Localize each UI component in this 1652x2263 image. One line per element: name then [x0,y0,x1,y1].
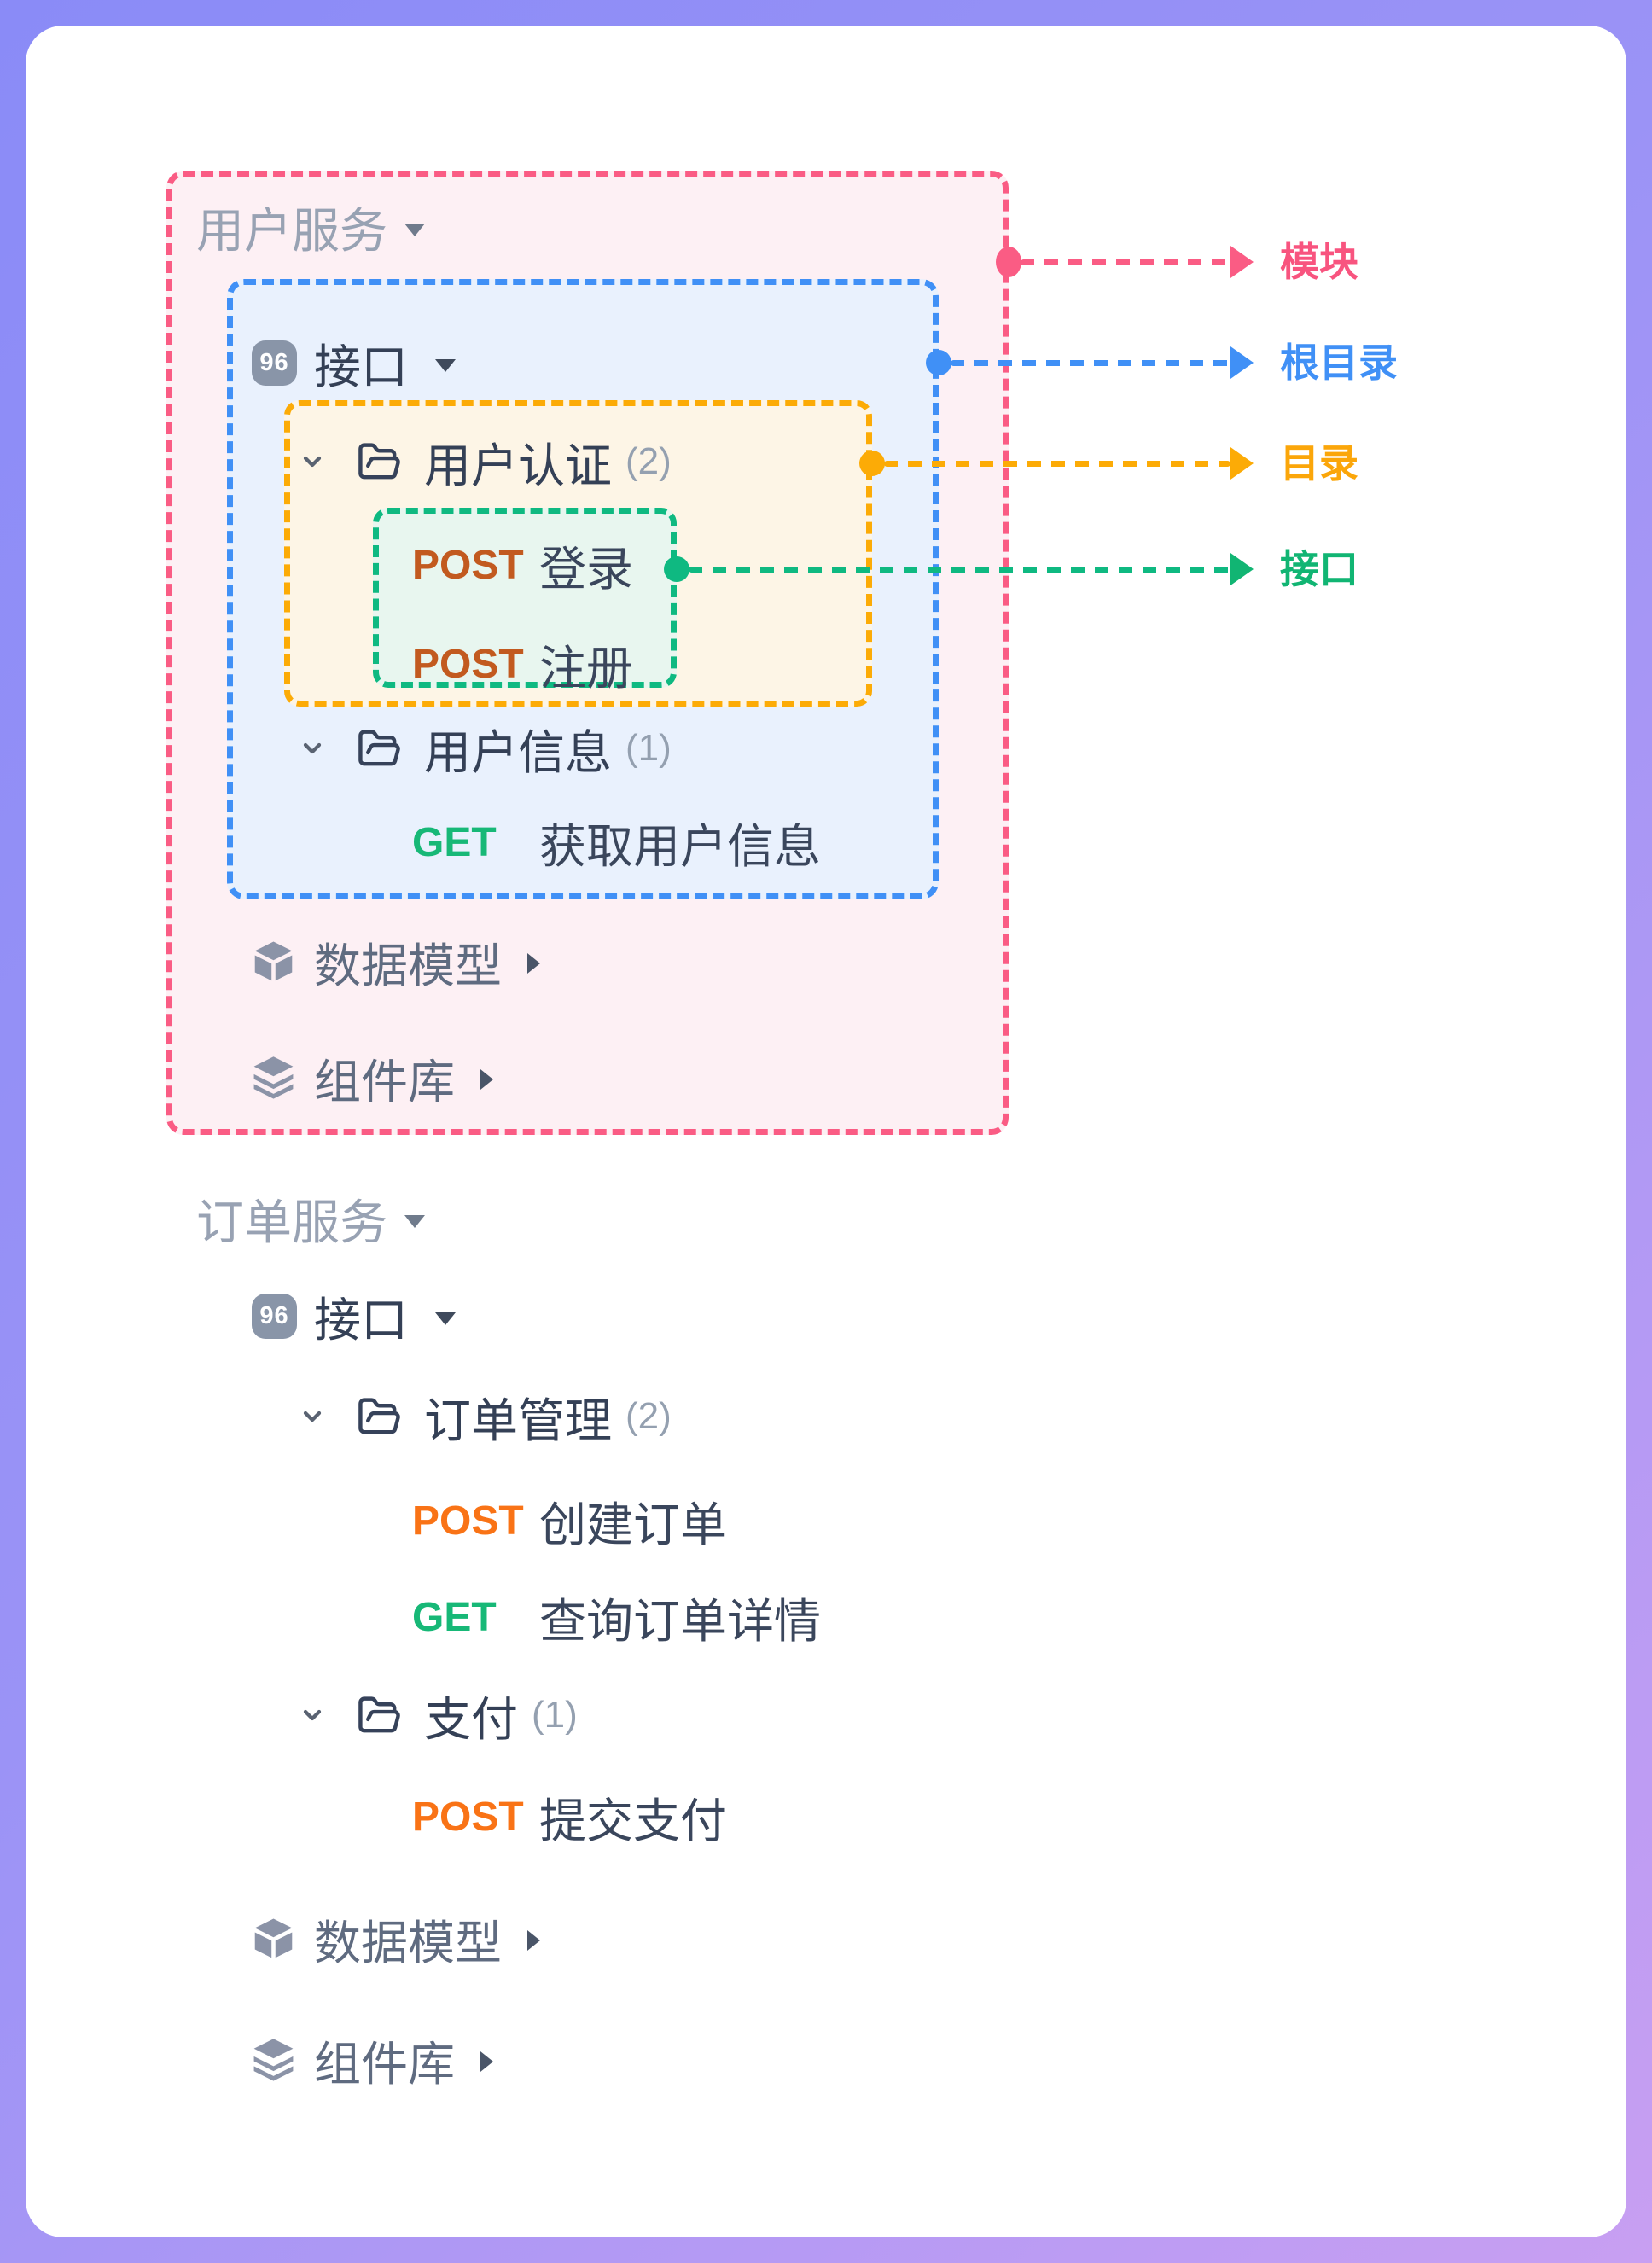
endpoint-name: 查询订单详情 [539,1595,822,1648]
api-group-label: 接口 [314,340,409,393]
interface-annotation-line [689,567,1230,573]
tree-node-user-api-group[interactable]: 96 接口 [252,335,457,393]
chevron-down-icon[interactable] [299,1702,326,1729]
http-method-badge: GET [412,1594,497,1640]
folder-name: 用户认证 [424,439,613,492]
folder-open-icon [358,1397,400,1434]
folder-name: 订单管理 [424,1394,613,1447]
folder-count: (1) [532,1694,578,1736]
layers-icon [253,2038,294,2081]
directory-anchor-dot [859,451,885,476]
tree-node-pay-folder[interactable]: 支付 (1) [299,1688,578,1746]
folder-open-icon [358,729,400,765]
tree-node-auth-folder[interactable]: 用户认证 (2) [299,434,672,492]
caret-down-icon[interactable] [435,358,457,372]
api-group-icon: 96 [252,1293,297,1339]
data-models-label: 数据模型 [314,1917,503,1969]
folder-name: 支付 [424,1693,519,1746]
root-directory-annotation-line [951,360,1230,366]
api-group-label: 接口 [314,1294,409,1347]
interface-box-auth-endpoints [373,508,677,688]
chevron-down-icon[interactable] [299,735,326,762]
folder-count: (2) [625,1395,672,1437]
data-models-label: 数据模型 [314,940,503,992]
endpoint-name: 创建订单 [539,1498,728,1551]
endpoint-name: 登录 [539,543,634,596]
caret-right-icon[interactable] [480,2051,494,2072]
http-method-badge: POST [412,1794,524,1840]
tree-node-orders-folder[interactable]: 订单管理 (2) [299,1389,672,1447]
http-method-badge: POST [412,542,524,588]
caret-down-icon[interactable] [404,223,425,236]
endpoint-name: 提交支付 [539,1795,728,1847]
folder-open-icon [358,1696,400,1732]
caret-right-icon[interactable] [480,1069,494,1090]
chevron-down-icon[interactable] [299,1403,326,1430]
endpoint-name: 获取用户信息 [539,820,822,873]
tree-node-user-data-models[interactable]: 数据模型 [250,934,541,992]
caret-down-icon[interactable] [435,1312,457,1325]
endpoint-name: 注册 [539,642,634,695]
tree-node-order-data-models[interactable]: 数据模型 [250,1911,541,1969]
tree-node-endpoint-create-order[interactable]: POST 创建订单 [412,1493,727,1552]
http-method-badge: GET [412,819,497,865]
tree-node-endpoint-login[interactable]: POST 登录 [412,538,633,596]
directory-annotation-line [884,461,1230,467]
module-annotation-line [1021,259,1230,265]
module-anchor-dot [996,247,1021,277]
arrow-right-icon [1230,246,1254,278]
http-method-badge: POST [412,641,524,687]
api-group-icon: 96 [252,340,297,386]
arrow-right-icon [1230,346,1254,379]
folder-open-icon [358,442,400,479]
caret-down-icon[interactable] [404,1214,425,1228]
cube-icon [254,940,293,980]
legend-label-interface: 接口 [1280,547,1358,591]
cube-icon [254,1917,293,1958]
arrow-right-icon [1230,447,1254,480]
legend-label-module: 模块 [1280,240,1358,284]
interface-anchor-dot [664,556,689,582]
root-directory-anchor-dot [926,350,951,375]
components-label: 组件库 [314,2038,456,2091]
folder-count: (1) [625,727,672,769]
tree-node-order-service[interactable]: 订单服务 [196,1191,425,1249]
tree-node-user-service[interactable]: 用户服务 [196,200,425,258]
legend-label-directory: 目录 [1280,441,1358,486]
layers-icon [253,1056,294,1099]
tree-node-user-components[interactable]: 组件库 [250,1050,494,1108]
legend-label-root-directory: 根目录 [1280,340,1398,385]
tree-node-endpoint-get-info[interactable]: GET 获取用户信息 [412,815,821,874]
tree-node-endpoint-submit-pay[interactable]: POST 提交支付 [412,1789,727,1848]
tree-node-order-api-group[interactable]: 96 接口 [252,1289,457,1347]
http-method-badge: POST [412,1498,524,1544]
caret-right-icon[interactable] [527,1930,541,1951]
tree-node-endpoint-register[interactable]: POST 注册 [412,637,633,695]
folder-name: 用户信息 [424,726,613,779]
components-label: 组件库 [314,1056,456,1108]
tree-node-info-folder[interactable]: 用户信息 (1) [299,721,672,779]
arrow-right-icon [1230,553,1254,585]
chevron-down-icon[interactable] [299,448,326,475]
caret-right-icon[interactable] [527,953,541,974]
service-name: 订单服务 [196,1195,387,1249]
service-name: 用户服务 [196,203,387,258]
folder-count: (2) [625,440,672,482]
tree-node-endpoint-query-order[interactable]: GET 查询订单详情 [412,1590,821,1649]
tree-node-order-components[interactable]: 组件库 [250,2033,494,2091]
